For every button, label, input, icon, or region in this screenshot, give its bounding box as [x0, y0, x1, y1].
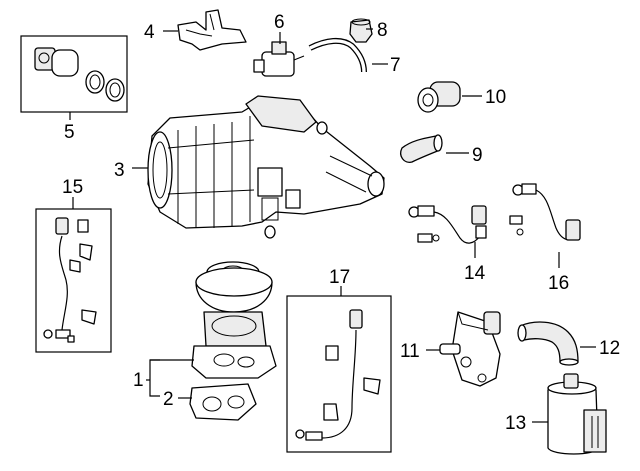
callout-5: 5 [64, 122, 75, 143]
part-9-hose-icon[interactable] [400, 134, 443, 163]
leader-1-bracket [149, 359, 160, 397]
callout-2: 2 [163, 389, 174, 410]
callout-3: 3 [114, 160, 125, 181]
part-3-vapor-canister-icon[interactable] [147, 95, 385, 239]
callout-15: 15 [62, 177, 83, 198]
part-2-gasket-icon[interactable] [189, 383, 257, 421]
callout-16: 16 [548, 273, 569, 294]
part-17-oxygen-sensor-kit-icon[interactable] [286, 295, 392, 453]
callout-1: 1 [133, 370, 144, 391]
callout-12: 12 [599, 338, 620, 359]
part-12-elbow-hose-icon[interactable] [517, 321, 579, 366]
callout-10: 10 [485, 87, 506, 108]
part-13-ignition-coil-icon[interactable] [547, 373, 607, 455]
part-1-egr-valve-icon[interactable] [191, 261, 277, 379]
part-15-oxygen-sensor-kit-icon[interactable] [35, 208, 112, 353]
part-6-solenoid-valve-icon[interactable] [253, 41, 305, 77]
callout-7: 7 [390, 55, 401, 76]
part-8-cap-icon[interactable] [349, 18, 373, 43]
part-5-filter-kit-icon[interactable] [20, 35, 128, 113]
part-16-oxygen-sensor-icon[interactable] [509, 183, 581, 241]
callout-6: 6 [274, 12, 285, 33]
callout-8: 8 [377, 20, 388, 41]
part-7-vacuum-hose-icon[interactable] [308, 38, 367, 73]
part-4-bracket-icon[interactable] [177, 9, 247, 51]
callout-17: 17 [329, 267, 350, 288]
callout-9: 9 [472, 145, 483, 166]
callout-13: 13 [505, 413, 526, 434]
callout-4: 4 [144, 22, 155, 43]
part-10-sensor-icon[interactable] [417, 81, 461, 113]
callout-14: 14 [464, 263, 486, 284]
part-11-purge-valve-icon[interactable] [439, 311, 501, 387]
callout-11: 11 [400, 341, 420, 362]
part-14-oxygen-sensor-icon[interactable] [408, 205, 487, 244]
